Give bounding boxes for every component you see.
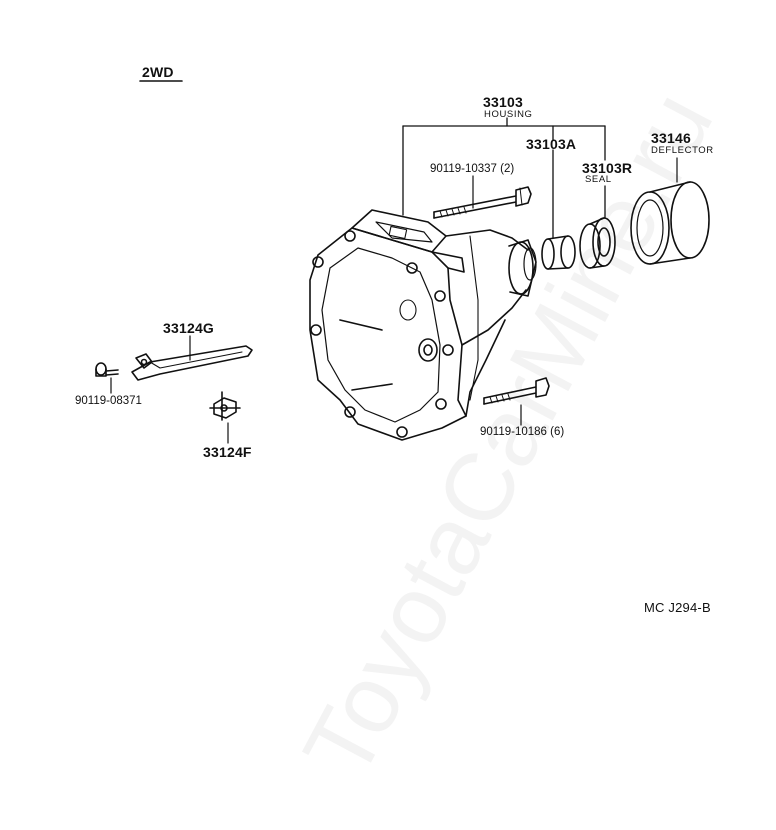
pivot-33124f <box>209 391 241 421</box>
leader-lines <box>110 157 678 444</box>
bolt-top <box>433 186 532 219</box>
part-name-seal: SEAL <box>585 174 612 185</box>
figure-code: MC J294-B <box>644 600 711 615</box>
part-number-seal: 33103R <box>582 160 633 176</box>
part-name-deflector: DEFLECTOR <box>651 145 714 156</box>
bushing-33103a <box>541 235 576 270</box>
part-number-housing: 33103 <box>483 94 523 110</box>
part-number-pin-bolt: 90119-08371 <box>75 395 142 407</box>
part-number-pivot: 33124F <box>203 444 252 460</box>
part-number-bushing: 33103A <box>526 136 577 152</box>
bolt-bottom <box>483 377 550 405</box>
deflector-33146 <box>630 181 710 265</box>
transmission-housing <box>309 209 537 441</box>
pin-bolt <box>95 362 119 377</box>
part-number-lever: 33124G <box>163 320 215 336</box>
housing-group-bracket <box>402 117 606 239</box>
seal-33103r <box>579 217 616 269</box>
part-number-bolt-top: 90119-10337 (2) <box>430 163 515 175</box>
part-name-housing: HOUSING <box>484 109 533 120</box>
variant-label: 2WD <box>142 64 174 80</box>
part-number-bolt-bottom: 90119-10186 (6) <box>480 426 565 438</box>
part-number-deflector: 33146 <box>651 130 691 146</box>
shift-lever-33124g <box>131 345 253 381</box>
